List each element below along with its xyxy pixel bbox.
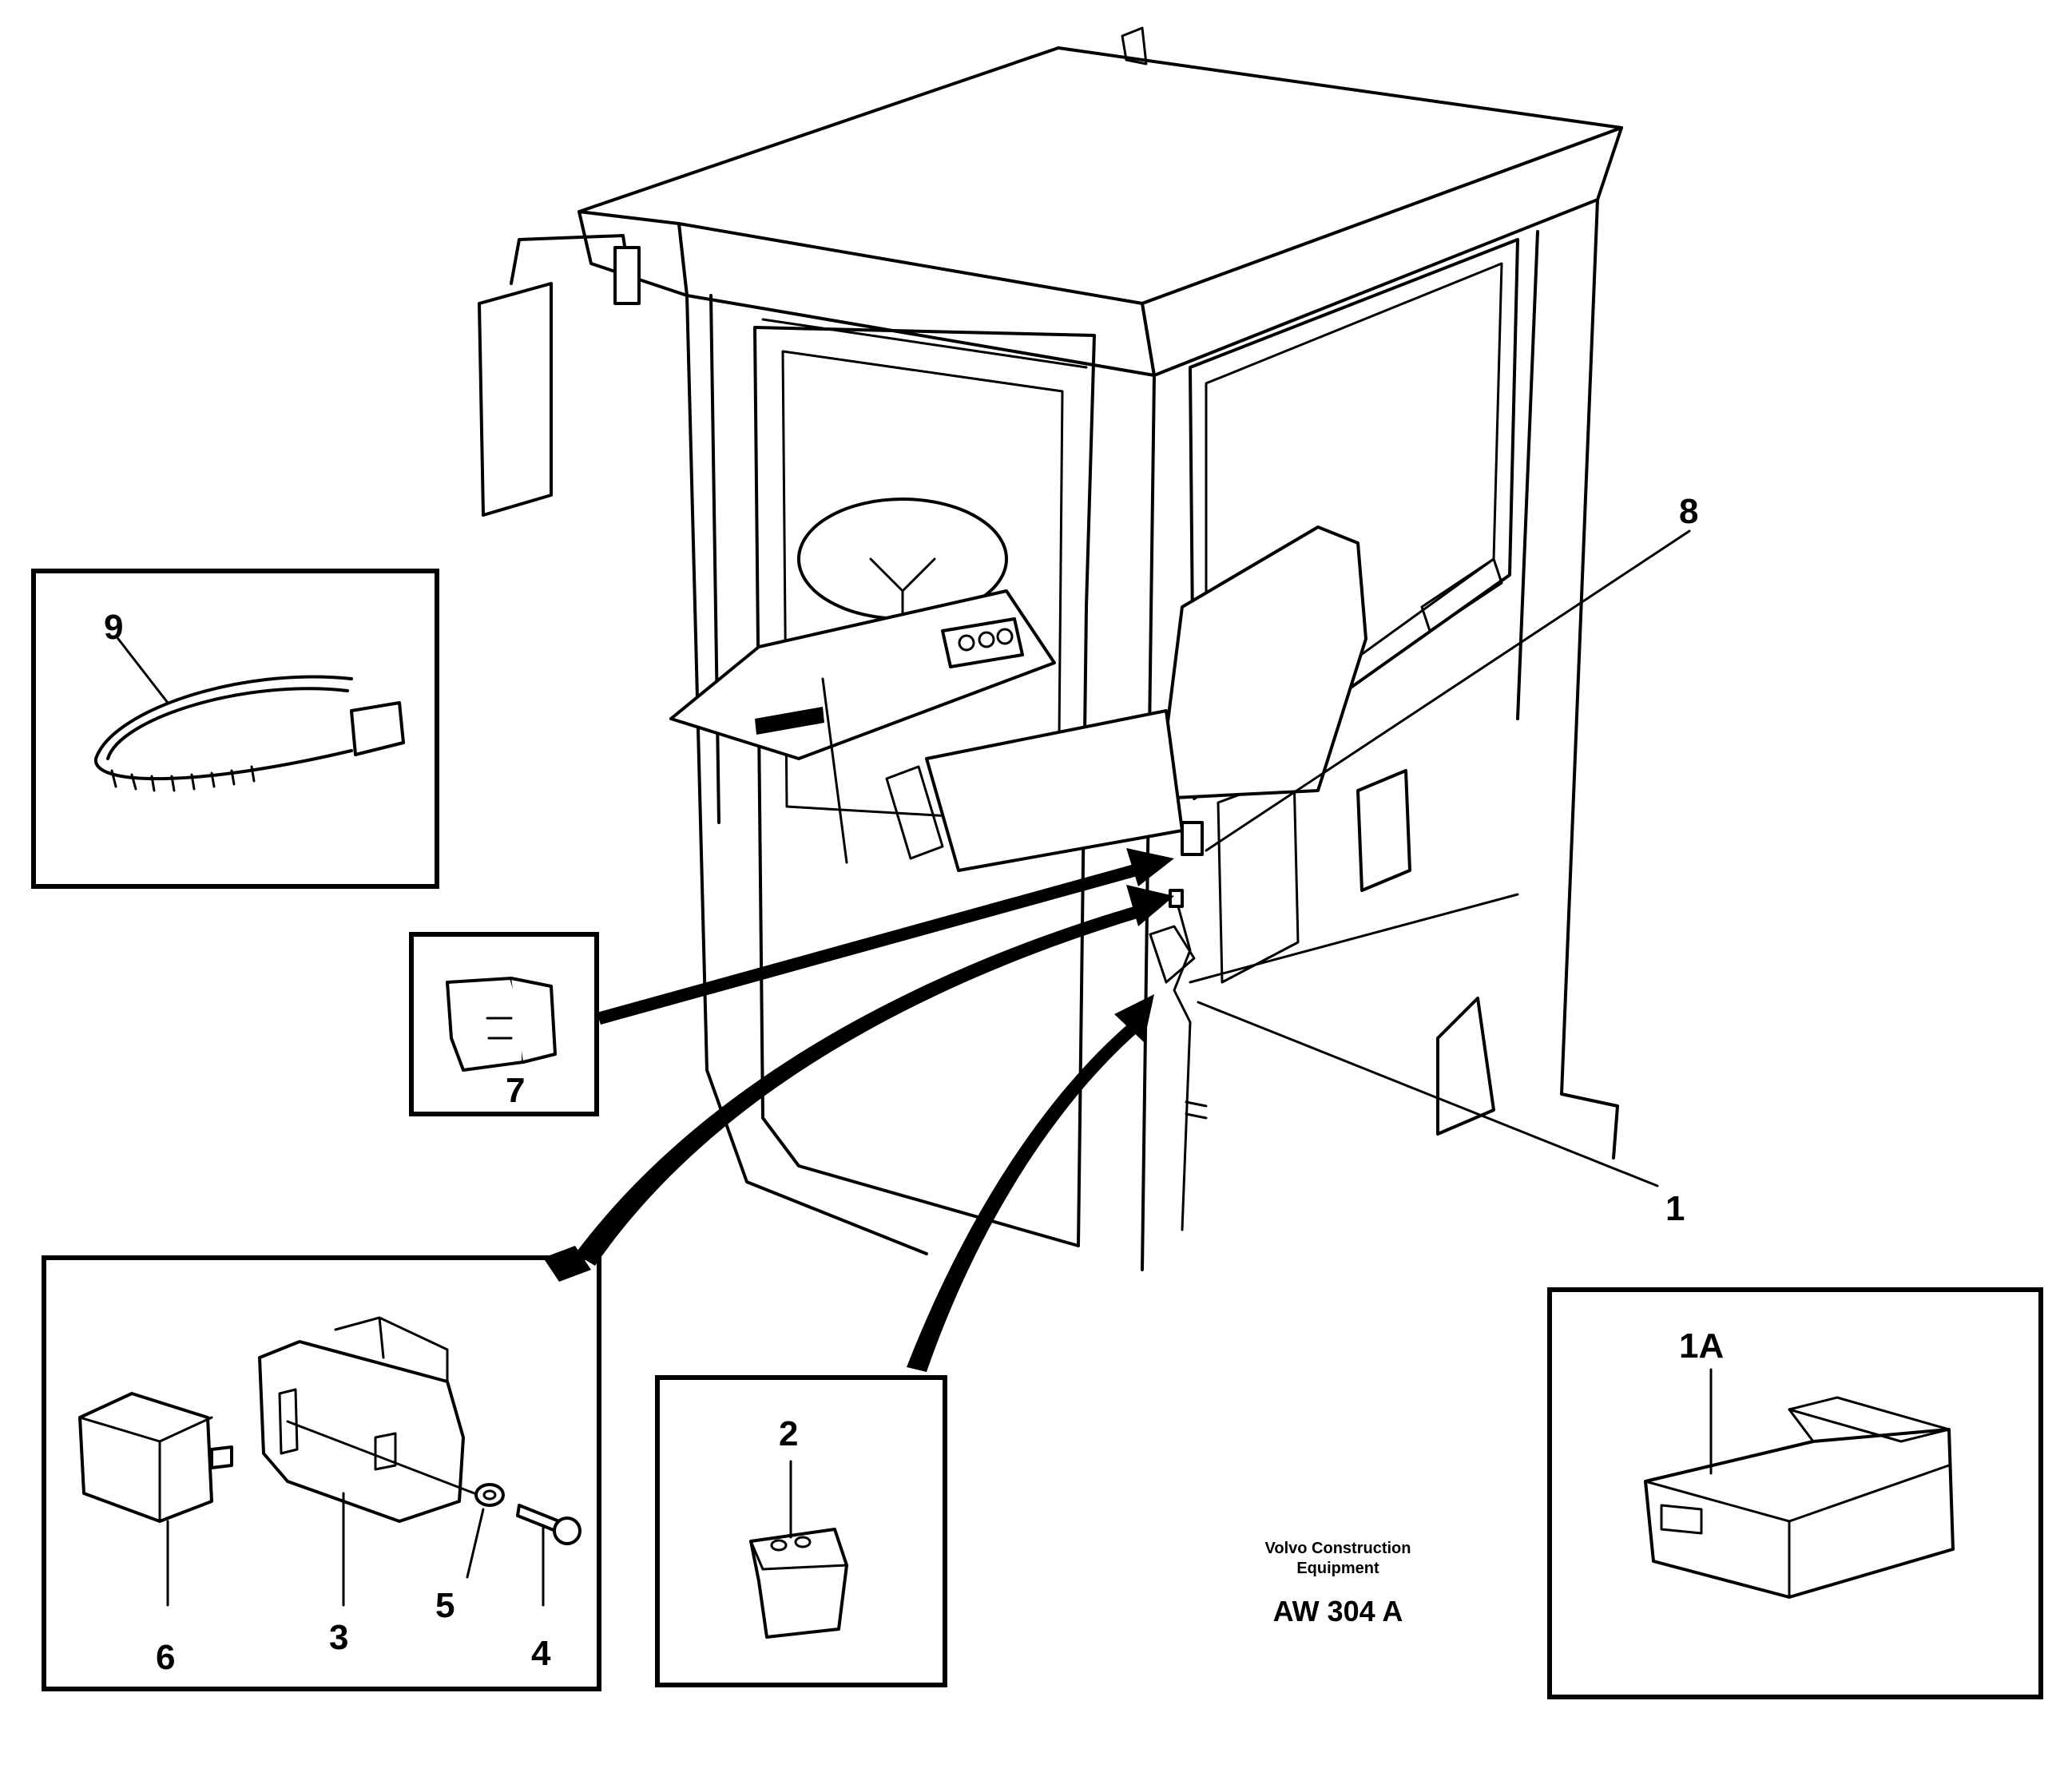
publisher-line-2: Equipment: [1296, 1560, 1379, 1577]
arrow-to-relay-inset: [543, 885, 1174, 1282]
relay-6-edges: [78, 1416, 213, 1523]
cable-tie-strap: [93, 675, 353, 781]
callout-7: 7: [506, 1071, 525, 1110]
rear-inner-pillar: [1516, 230, 1539, 720]
inset-connector: 2: [655, 1375, 947, 1687]
callout-1: 1: [1665, 1189, 1685, 1228]
fuse-holder-1A: [1644, 1428, 1955, 1599]
callout-2: 2: [779, 1414, 798, 1453]
seat-back: [1157, 525, 1367, 800]
fuse-holder-ridge: [1788, 1408, 1815, 1443]
roof-handle: [1121, 26, 1148, 65]
callout-1A: 1A: [1679, 1326, 1724, 1366]
callout-6: 6: [156, 1638, 175, 1677]
cable-tie-head: [350, 701, 405, 756]
leader-1: [1197, 1001, 1659, 1187]
connector-2-pin-b: [794, 1536, 812, 1548]
arrow-to-connector-inset: [907, 994, 1154, 1372]
washer-5: [474, 1483, 505, 1507]
washer-5-hole: [482, 1489, 497, 1501]
cable-tie-teeth: [110, 765, 256, 792]
seat-cushion: [925, 709, 1184, 872]
inset-9-frame: [31, 569, 439, 889]
switch-panel: [755, 707, 824, 735]
callout-8-group: 8: [1205, 492, 1698, 852]
leader-5: [466, 1508, 485, 1579]
connector-2-pin-a: [770, 1539, 788, 1552]
screw-4-head: [553, 1516, 582, 1545]
relay-location: [1169, 889, 1184, 908]
pedal: [885, 765, 944, 860]
fuse-holder-edges: [1644, 1464, 1951, 1599]
inset-cable-tie: 9: [31, 569, 439, 889]
fuse-block-location: [1181, 821, 1204, 856]
inset-2-frame: [655, 1375, 947, 1687]
callout-1-group: 1: [1197, 1001, 1685, 1228]
lower-frame-line: [1189, 893, 1519, 984]
publisher-line-1: Volvo Construction: [1265, 1540, 1411, 1557]
inset-switch: 7: [409, 932, 599, 1116]
callout-3: 3: [329, 1618, 348, 1657]
gauge-2: [978, 631, 995, 648]
arrow-shaft-connector: [907, 1022, 1138, 1372]
door-top-rail: [761, 318, 1088, 369]
fuse-holder-top: [1788, 1396, 1951, 1443]
cable-tie-strap-inner: [106, 687, 349, 760]
gauge-1: [958, 634, 975, 652]
connector-2: [749, 1528, 848, 1639]
arrow-shaft-relay: [575, 906, 1137, 1266]
arrow-head-connector: [1114, 994, 1154, 1042]
relay-6-pin: [210, 1445, 233, 1469]
relay-holder-3: [258, 1340, 465, 1523]
cab-illustration: [478, 26, 1623, 1271]
inset-7-frame: [409, 932, 599, 1116]
fuse-holder-slot: [1660, 1504, 1703, 1535]
harness-connector: [1185, 1100, 1208, 1120]
arrow-head-7: [1126, 848, 1174, 886]
callout-9: 9: [104, 608, 123, 647]
publisher-block: Volvo Construction Equipment AW 304 A: [1265, 1540, 1411, 1627]
control-lever: [821, 677, 848, 864]
window-latch: [1420, 557, 1503, 632]
screw-axis: [286, 1420, 497, 1503]
switch-detail: [486, 1017, 513, 1040]
side-box: [1356, 769, 1411, 892]
arrow-shaft-7: [597, 864, 1137, 1025]
switch-body: [446, 977, 525, 1072]
side-panel-lower: [1217, 773, 1300, 984]
holder-slot: [278, 1388, 299, 1455]
wiring-harness: [1173, 905, 1192, 1231]
front-left-pillar: [685, 294, 928, 1255]
inset-3456-frame: [42, 1255, 601, 1691]
mirror-bracket: [613, 246, 641, 305]
arrow-head-relay: [1126, 885, 1174, 926]
dashboard: [669, 589, 1056, 760]
screw-4-shank: [516, 1504, 561, 1533]
arrow-7-to-8: [597, 848, 1174, 1025]
connector-2-edge: [749, 1540, 848, 1571]
relay-holder-top: [334, 1316, 449, 1383]
relay-6: [78, 1392, 213, 1523]
inset-1A-frame: [1547, 1287, 2043, 1699]
harness-clamp: [1149, 925, 1196, 984]
step-bracket: [1436, 997, 1495, 1136]
callout-5: 5: [435, 1586, 454, 1625]
rear-right-pillar: [1560, 198, 1619, 1160]
leader-8: [1205, 529, 1691, 852]
side-mirror: [478, 282, 553, 517]
callout-8: 8: [1679, 492, 1698, 531]
arrow-tail-relay: [543, 1246, 591, 1282]
inset-fuse-holder: 1A: [1547, 1287, 2043, 1699]
leader-9: [117, 637, 169, 704]
drawing-code: AW 304 A: [1273, 1595, 1403, 1627]
switch-side: [510, 977, 557, 1064]
callout-4: 4: [531, 1634, 551, 1673]
holder-tab: [374, 1432, 397, 1471]
inset-relay-holder: 6 3 5 4: [42, 1255, 601, 1691]
gauge-3: [996, 628, 1014, 645]
